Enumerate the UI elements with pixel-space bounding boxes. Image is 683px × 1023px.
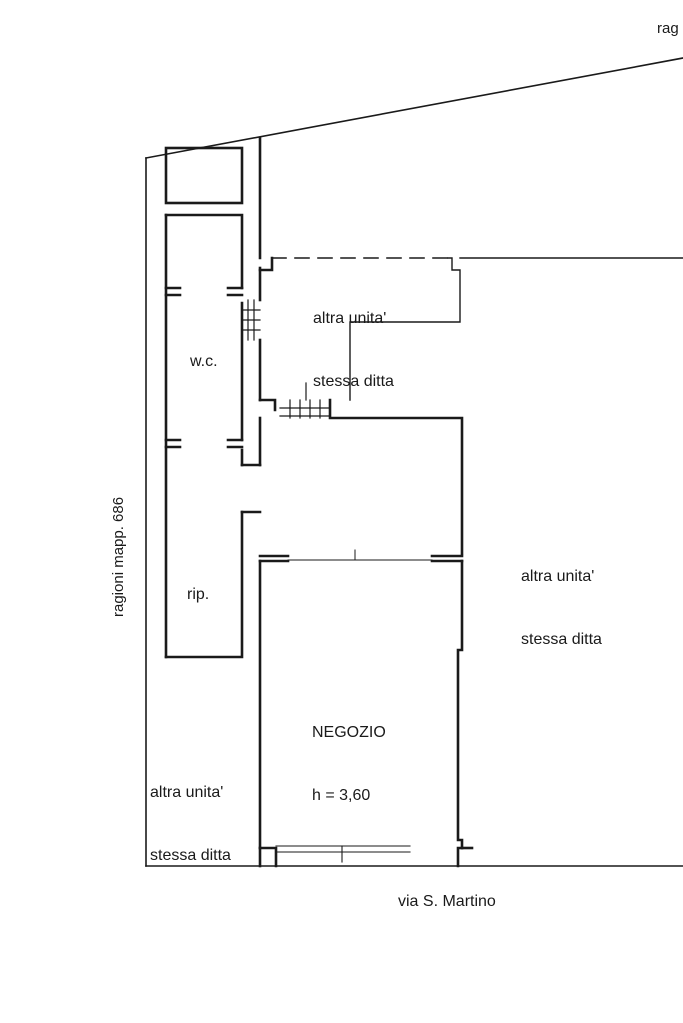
unit-top-line2: stessa ditta bbox=[313, 373, 394, 390]
middle-room-walls bbox=[258, 398, 464, 563]
wc-label: w.c. bbox=[190, 353, 218, 370]
unit-top-label: altra unita' stessa ditta bbox=[313, 266, 394, 413]
corner-label: rag bbox=[657, 20, 679, 37]
shop-entrance bbox=[275, 845, 411, 863]
small-top-room bbox=[164, 146, 244, 205]
unit-right-line2: stessa ditta bbox=[521, 631, 602, 648]
street-label: via S. Martino bbox=[398, 893, 496, 910]
shop-name: NEGOZIO bbox=[312, 724, 386, 741]
property-boundary bbox=[145, 57, 683, 867]
side-label: ragioni mapp. 686 bbox=[110, 496, 127, 617]
unit-right-label: altra unita' stessa ditta bbox=[521, 524, 602, 671]
wc-corridor-walls bbox=[164, 213, 262, 659]
spine-wall bbox=[240, 136, 277, 467]
shop-label: NEGOZIO h = 3,60 bbox=[312, 680, 386, 827]
unit-left-line2: stessa ditta bbox=[150, 847, 231, 864]
unit-left-line1: altra unita' bbox=[150, 784, 224, 801]
unit-top-outline bbox=[349, 257, 683, 401]
unit-top-line1: altra unita' bbox=[313, 310, 387, 327]
unit-right-line1: altra unita' bbox=[521, 568, 595, 585]
rip-label: rip. bbox=[187, 586, 210, 603]
steps-wc bbox=[241, 299, 261, 341]
unit-left-label: altra unita' stessa ditta bbox=[150, 740, 231, 887]
shop-height: h = 3,60 bbox=[312, 787, 371, 804]
shop-walls bbox=[258, 559, 474, 868]
steps-passage bbox=[279, 382, 331, 419]
